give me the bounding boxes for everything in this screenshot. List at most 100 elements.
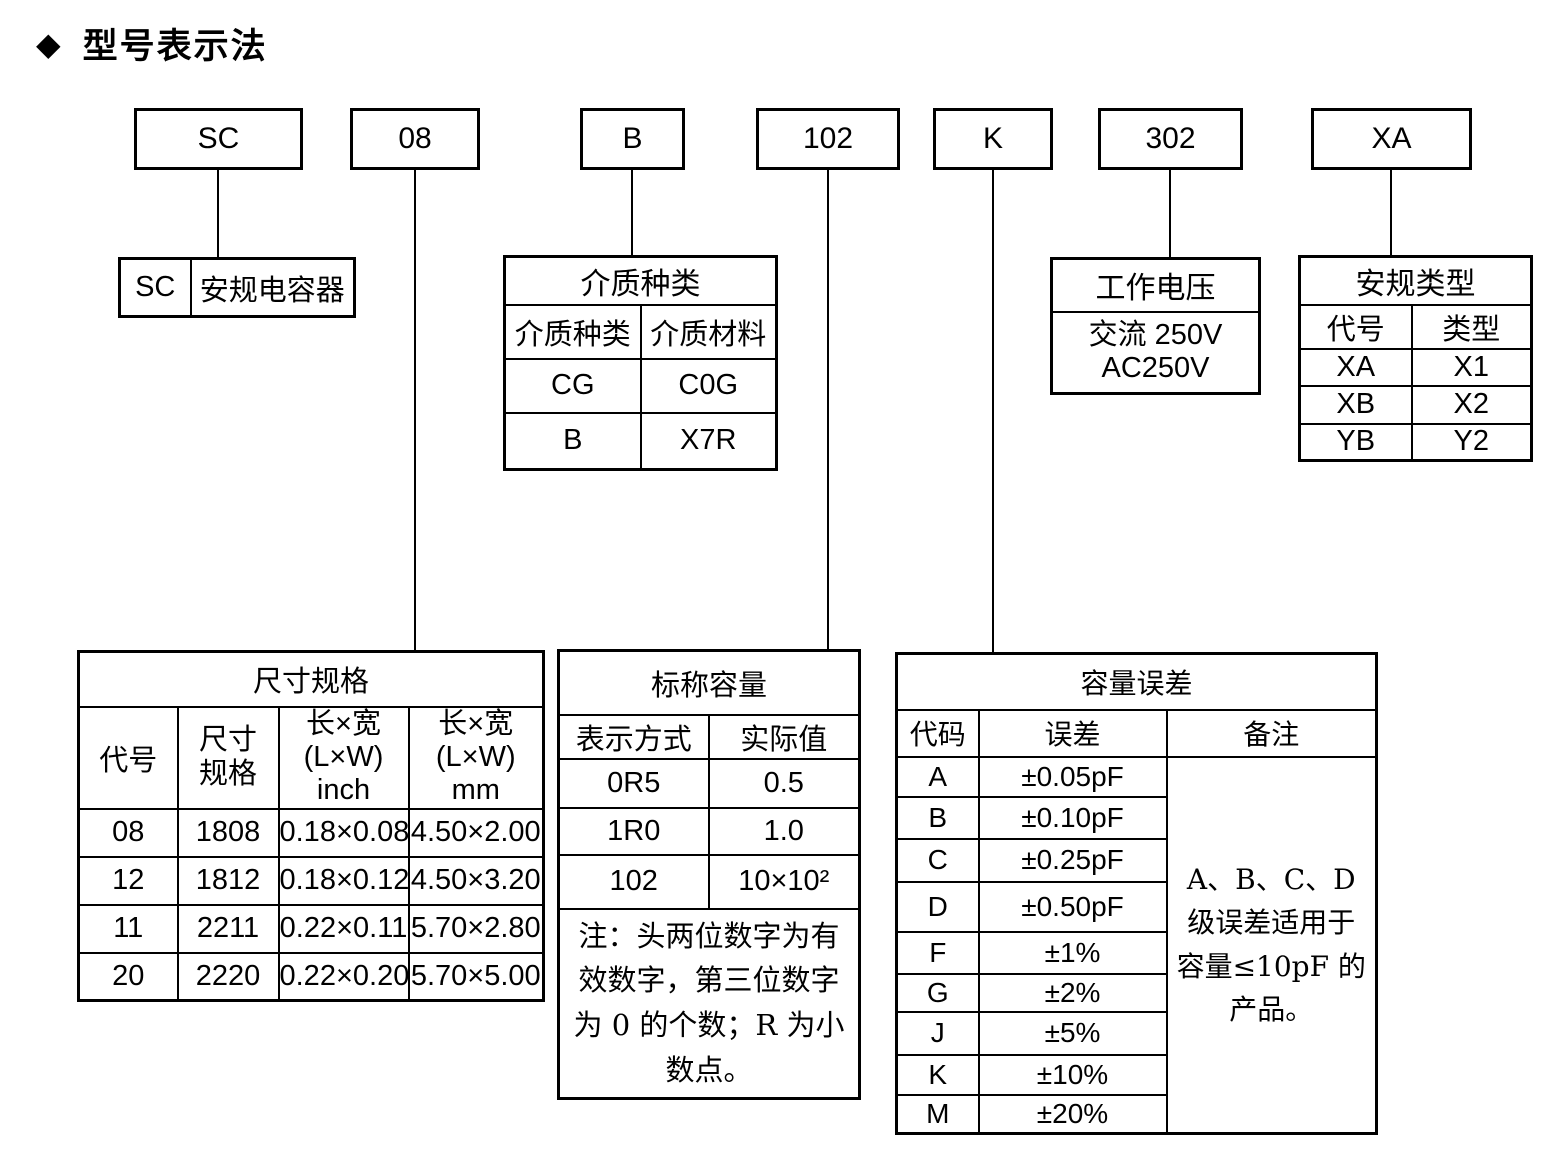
table-cell: ±0.25pF [977,837,1168,883]
table-cell: 4.50×2.00 [407,807,545,858]
safety-header-type: 类型 [1410,303,1533,350]
table-cell: J [895,1010,980,1056]
safety-type-table: 安规类型 代号 类型 XA X1 XB X2 YB Y2 [1298,255,1533,462]
table-cell: 12 [77,855,179,906]
table-row: K ±10% [895,1053,1377,1096]
capacity-header-notation: 表示方式 [557,713,710,760]
table-cell: 0R5 [557,757,710,809]
size-spec-table: 尺寸规格 代号 尺寸 规格 长×宽 (L×W) inch 长×宽 (L×W) m… [77,650,546,1003]
tolerance-table: 容量误差 代码 误差 备注 A ±0.05pF A、B、C、D 级误差适用于容量… [895,652,1379,1135]
connector-line-102 [827,168,829,649]
table-cell: 1808 [176,807,280,858]
tolerance-remark: A、B、C、D 级误差适用于容量≤10pF 的产品。 [1165,755,1378,1135]
dielectric-header-material: 介质材料 [639,303,778,360]
table-row: XB X2 [1298,384,1533,425]
table-cell: 5.70×2.80 [407,903,545,954]
table-cell: C [895,837,980,883]
tolerance-header-remark: 备注 [1165,708,1378,758]
table-row: CG C0G [503,357,778,414]
table-cell: 5.70×5.00 [407,951,545,1002]
table-cell: ±0.10pF [977,795,1168,840]
table-cell: ±2% [977,972,1168,1013]
nominal-capacity-table: 标称容量 表示方式 实际值 0R5 0.5 1R0 1.0 102 10×10²… [557,649,862,1101]
sc-meaning-cell: 安规电容器 [189,257,356,318]
table-row: 11 2211 0.22×0.11 5.70×2.80 [77,903,545,954]
table-cell: 20 [77,951,179,1002]
table-row: F ±1% [895,930,1377,975]
table-row: 20 2220 0.22×0.20 5.70×5.00 [77,951,545,1002]
table-cell: A [895,755,980,798]
safety-table-title: 安规类型 [1298,255,1533,306]
table-cell: ±1% [977,930,1168,975]
table-cell: 2220 [176,951,280,1002]
table-cell: 1R0 [557,806,710,856]
table-cell: 0.22×0.11 [277,903,410,954]
page-title: 型号表示法 [82,27,268,66]
table-cell: 08 [77,807,179,858]
table-row: D ±0.50pF [895,880,1377,933]
sc-meaning-table: SC 安规电容器 [118,257,356,318]
size-header-spec: 尺寸 规格 [176,705,280,810]
table-row: 1R0 1.0 [557,806,861,856]
voltage-table: 工作电压 交流 250V AC250V [1050,257,1261,395]
table-row: YB Y2 [1298,422,1533,462]
table-cell: 102 [557,853,710,910]
table-row: C ±0.25pF [895,837,1377,883]
table-cell: 10×10² [707,853,861,910]
code-box-b: B [580,108,685,170]
voltage-value-cell: 交流 250V AC250V [1050,310,1261,395]
connector-line-sc [217,168,219,257]
code-box-xa: XA [1311,108,1472,170]
table-row: M ±20% [895,1093,1377,1135]
table-cell: X2 [1410,384,1533,425]
code-box-08: 08 [350,108,480,170]
tolerance-table-title: 容量误差 [895,652,1378,711]
table-row: A ±0.05pF A、B、C、D 级误差适用于容量≤10pF 的产品。 [895,755,1378,1135]
dielectric-table-title: 介质种类 [503,255,778,306]
table-cell: ±0.05pF [977,755,1168,798]
table-cell: 0.22×0.20 [277,951,410,1002]
table-cell: 0.18×0.08 [277,807,410,858]
table-cell: 1.0 [707,806,861,856]
dielectric-header-type: 介质种类 [503,303,642,360]
capacity-note: 注：头两位数字为有效数字，第三位数字为 0 的个数；R 为小数点。 [557,907,861,1100]
table-row: 102 10×10² [557,853,861,910]
table-cell: XB [1298,384,1413,425]
table-cell: X1 [1410,347,1533,387]
tolerance-header-value: 误差 [977,708,1168,758]
table-cell: YB [1298,422,1413,462]
table-cell: CG [503,357,642,414]
table-cell: K [895,1053,980,1096]
table-cell: 1812 [176,855,280,906]
connector-line-08 [414,168,416,650]
diamond-icon: ◆ [36,25,61,62]
table-cell: C0G [639,357,778,414]
table-row: 12 1812 0.18×0.12 4.50×3.20 [77,855,545,906]
dielectric-table: 介质种类 介质种类 介质材料 CG C0G B X7R [503,255,778,471]
connector-line-k [992,168,994,652]
code-box-sc: SC [134,108,303,170]
table-cell: B [895,795,980,840]
size-header-mm: 长×宽 (L×W) mm [407,705,545,810]
table-row: J ±5% [895,1010,1377,1056]
table-cell: M [895,1093,980,1135]
size-header-code: 代号 [77,705,179,810]
table-cell: ±20% [977,1093,1168,1135]
table-row: 08 1808 0.18×0.08 4.50×2.00 [77,807,545,858]
table-cell: ±0.50pF [977,880,1168,933]
table-cell: ±10% [977,1053,1168,1096]
table-cell: F [895,930,980,975]
table-row: XA X1 [1298,347,1533,387]
table-cell: 4.50×3.20 [407,855,545,906]
table-cell: D [895,880,980,933]
size-table-title: 尺寸规格 [77,650,545,708]
code-box-102: 102 [756,108,900,170]
table-cell: 11 [77,903,179,954]
connector-line-302 [1169,168,1171,257]
code-box-302: 302 [1098,108,1243,170]
page-heading: ◆ 型号表示法 [36,18,268,69]
table-cell: B [503,411,642,471]
table-cell: XA [1298,347,1413,387]
sc-code-cell: SC [118,257,192,318]
